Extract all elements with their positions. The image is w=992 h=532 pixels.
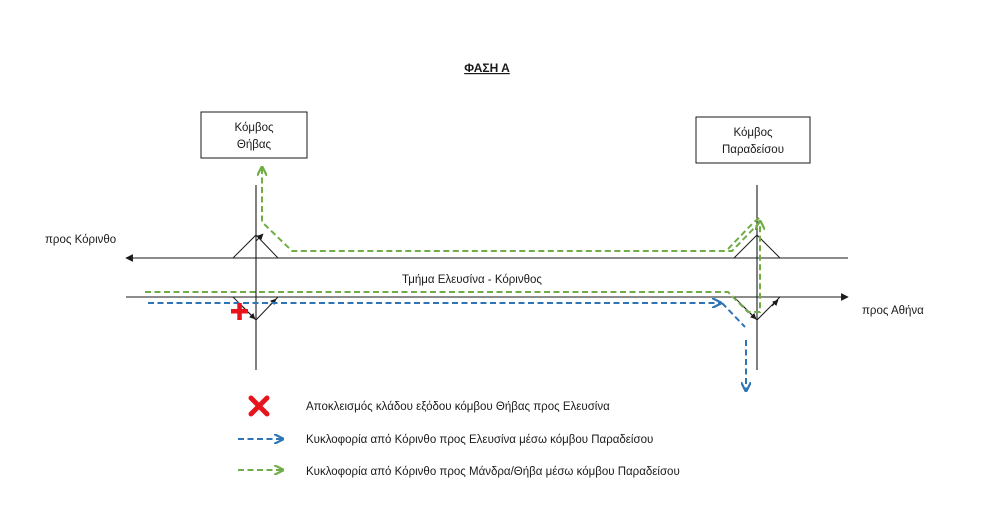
red-x-icon xyxy=(248,395,270,417)
blocked-ramp-cross-icon xyxy=(231,303,248,320)
route-blue-exit-ramp xyxy=(721,302,746,328)
legend-item-green: Κυκλοφορία από Κόρινθο προς Μάνδρα/Θήβα … xyxy=(238,466,680,478)
legend-text-blocked: Αποκλεισμός κλάδου εξόδου κόμβου Θήβας π… xyxy=(306,401,610,413)
legend-item-blue: Κυκλοφορία από Κόρινθο προς Ελευσίνα μέσ… xyxy=(238,434,653,446)
route-green-upper-ramp xyxy=(727,215,763,250)
node-paradeisos-line1: Κόμβος xyxy=(733,127,773,139)
segment-label: Τμήμα Ελευσίνα - Κόρινθος xyxy=(402,274,542,286)
ramps-thebes xyxy=(232,233,279,321)
node-box-paradeisos: Κόμβος Παραδείσου xyxy=(695,116,811,164)
page-title: ΦΑΣΗ Α xyxy=(464,61,510,75)
node-paradeisos-line2: Παραδείσου xyxy=(722,144,784,156)
legend-text-green: Κυκλοφορία από Κόρινθο προς Μάνδρα/Θήβα … xyxy=(306,466,680,478)
legend: Αποκλεισμός κλάδου εξόδου κόμβου Θήβας π… xyxy=(238,395,680,478)
legend-item-blocked: Αποκλεισμός κλάδου εξόδου κόμβου Θήβας π… xyxy=(248,395,610,417)
node-thebes-line2: Θήβας xyxy=(237,139,272,151)
route-green-return-path xyxy=(262,168,761,252)
route-green-korinthos-mandra-thebes xyxy=(145,222,760,313)
node-thebes-line1: Κόμβος xyxy=(234,122,274,134)
legend-text-blue: Κυκλοφορία από Κόρινθο προς Ελευσίνα μέσ… xyxy=(306,434,653,446)
node-box-thebes: Κόμβος Θήβας xyxy=(200,111,308,159)
direction-label-athens: προς Αθήνα xyxy=(862,305,924,317)
direction-label-korinthos: προς Κόρινθο xyxy=(45,234,116,246)
